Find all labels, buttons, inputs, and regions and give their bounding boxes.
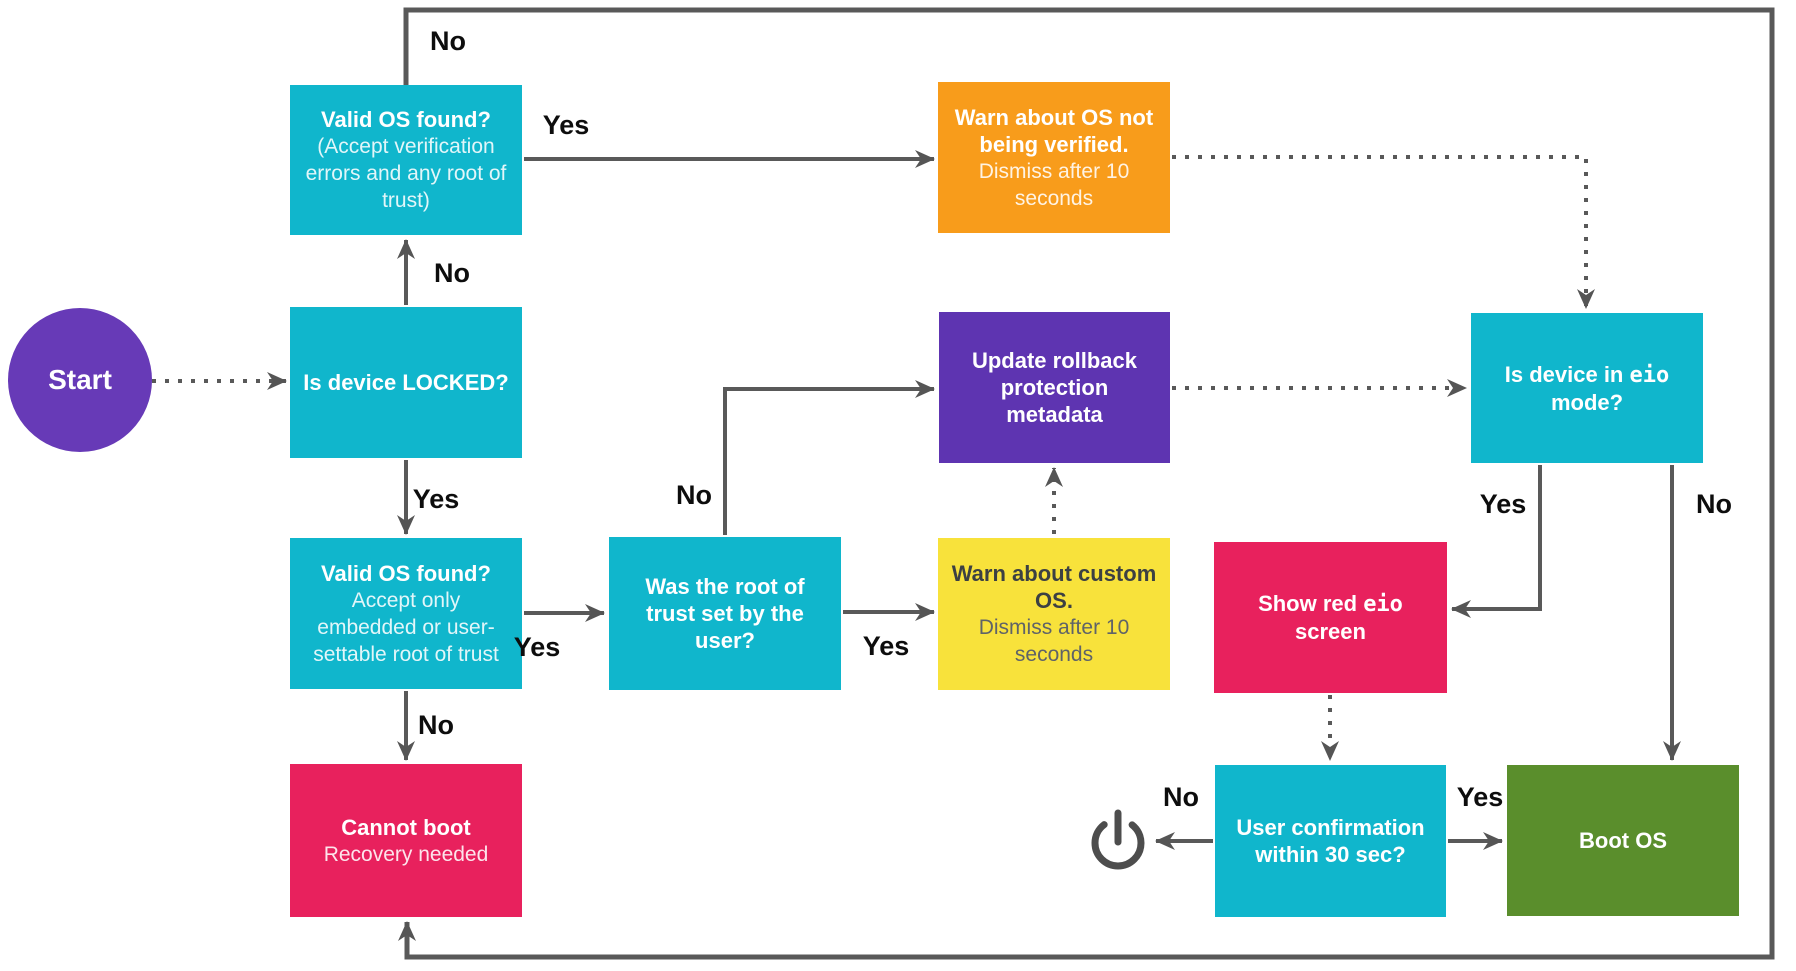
node-show-red-eio: Show red eio screen xyxy=(1214,542,1447,693)
edge-label-eio-yes: Yes xyxy=(1479,489,1527,519)
node-title: Show red eio screen xyxy=(1258,591,1403,644)
edge-valid-any-no-cannot-boot-wrap xyxy=(398,7,1775,960)
node-valid-os-embedded: Valid OS found? Accept only embedded or … xyxy=(290,538,522,689)
node-start: Start xyxy=(8,308,152,452)
node-device-locked: Is device LOCKED? xyxy=(290,307,522,458)
node-title: Valid OS found? xyxy=(321,107,491,132)
edge-label-any-no: No xyxy=(430,26,466,56)
edge-label-root-yes: Yes xyxy=(862,631,910,661)
node-title: Update rollback protection metadata xyxy=(971,348,1138,427)
node-valid-os-any: Valid OS found? (Accept verification err… xyxy=(290,85,522,235)
node-title: Was the root of trust set by the user? xyxy=(645,574,805,653)
node-root-of-trust: Was the root of trust set by the user? xyxy=(609,537,841,690)
node-update-rollback: Update rollback protection metadata xyxy=(939,312,1170,463)
edge-label-any-yes: Yes xyxy=(542,110,590,140)
node-cannot-boot: Cannot boot Recovery needed xyxy=(290,764,522,917)
start-label: Start xyxy=(48,364,112,395)
edge-root-no-update-rollback xyxy=(723,380,935,535)
edge-label-eio-no: No xyxy=(1696,489,1732,519)
node-subtitle: Accept only embedded or user-settable ro… xyxy=(313,588,499,666)
node-warn-custom: Warn about custom OS. Dismiss after 10 s… xyxy=(938,538,1170,690)
power-icon xyxy=(1091,809,1145,870)
edge-label-root-no: No xyxy=(676,480,712,510)
edge-label-confirm-yes: Yes xyxy=(1456,782,1504,812)
node-title: User confirmation within 30 sec? xyxy=(1236,815,1425,867)
node-boot-os: Boot OS xyxy=(1507,765,1739,916)
node-subtitle: (Accept verification errors and any root… xyxy=(305,135,507,212)
node-title: Cannot boot xyxy=(341,814,471,840)
edge-label-embedded-no: No xyxy=(418,710,454,740)
node-title: Warn about OS not being verified. xyxy=(954,104,1154,157)
node-subtitle: Dismiss after 10 seconds xyxy=(978,159,1130,210)
node-title: Boot OS xyxy=(1579,828,1667,853)
node-subtitle: Recovery needed xyxy=(323,842,489,866)
edge-warn-unverified-to-eio xyxy=(1172,155,1595,309)
node-title: Warn about custom OS. xyxy=(951,561,1157,613)
edge-label-locked-yes: Yes xyxy=(412,484,460,514)
edge-eio-yes-show-red xyxy=(1451,465,1542,618)
node-user-confirmation: User confirmation within 30 sec? xyxy=(1215,765,1446,917)
edge-label-locked-no: No xyxy=(434,258,470,288)
node-title: Is device LOCKED? xyxy=(303,370,509,395)
node-eio-mode: Is device in eio mode? xyxy=(1471,313,1703,463)
node-title: Valid OS found? xyxy=(321,560,491,586)
edge-label-embedded-yes: Yes xyxy=(513,632,561,662)
node-title: Is device in eio mode? xyxy=(1504,361,1670,415)
node-warn-unverified: Warn about OS not being verified. Dismis… xyxy=(938,82,1170,233)
node-subtitle: Dismiss after 10 seconds xyxy=(978,616,1130,666)
edge-label-confirm-no: No xyxy=(1163,782,1199,812)
